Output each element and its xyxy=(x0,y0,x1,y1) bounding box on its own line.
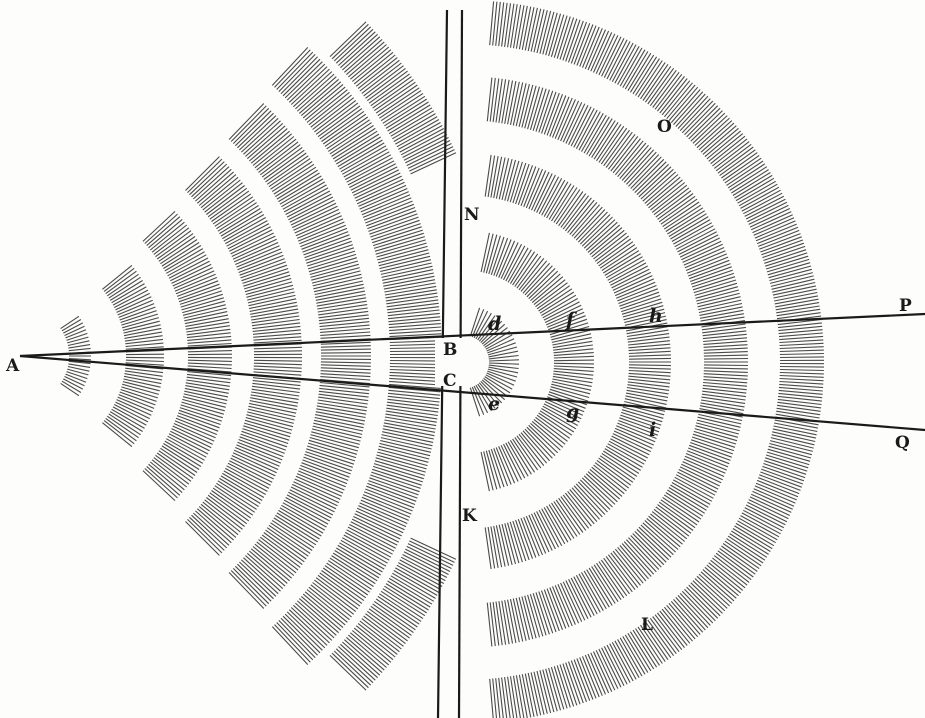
label-o: O xyxy=(657,117,672,137)
label-p: P xyxy=(899,296,912,316)
incident-band-7-lower xyxy=(330,538,456,690)
incident-band-7-upper xyxy=(330,22,456,174)
barrier xyxy=(435,10,467,718)
diffracted-wave-bands xyxy=(470,1,824,718)
label-i: i xyxy=(649,419,656,441)
incident-band-4 xyxy=(186,157,303,556)
label-l: L xyxy=(641,615,653,635)
label-b: B xyxy=(443,340,457,360)
label-k: K xyxy=(462,506,478,526)
incident-band-5 xyxy=(229,104,371,609)
diffracted-band-2 xyxy=(481,233,594,491)
diffracted-band-4 xyxy=(487,78,748,647)
label-n: N xyxy=(464,205,480,225)
incident-band-2 xyxy=(102,265,164,446)
label-g: g xyxy=(566,401,579,423)
label-h: h xyxy=(649,305,663,327)
incident-wave-bands xyxy=(61,22,456,690)
label-c: C xyxy=(443,371,457,391)
ray-a-to-p xyxy=(20,314,925,356)
incident-band-3 xyxy=(143,211,232,500)
incident-band-1 xyxy=(61,316,91,395)
label-d: d xyxy=(488,313,501,335)
diffracted-band-3 xyxy=(485,155,671,569)
label-a: A xyxy=(5,356,20,376)
label-e: e xyxy=(488,393,500,415)
label-q: Q xyxy=(895,433,910,453)
